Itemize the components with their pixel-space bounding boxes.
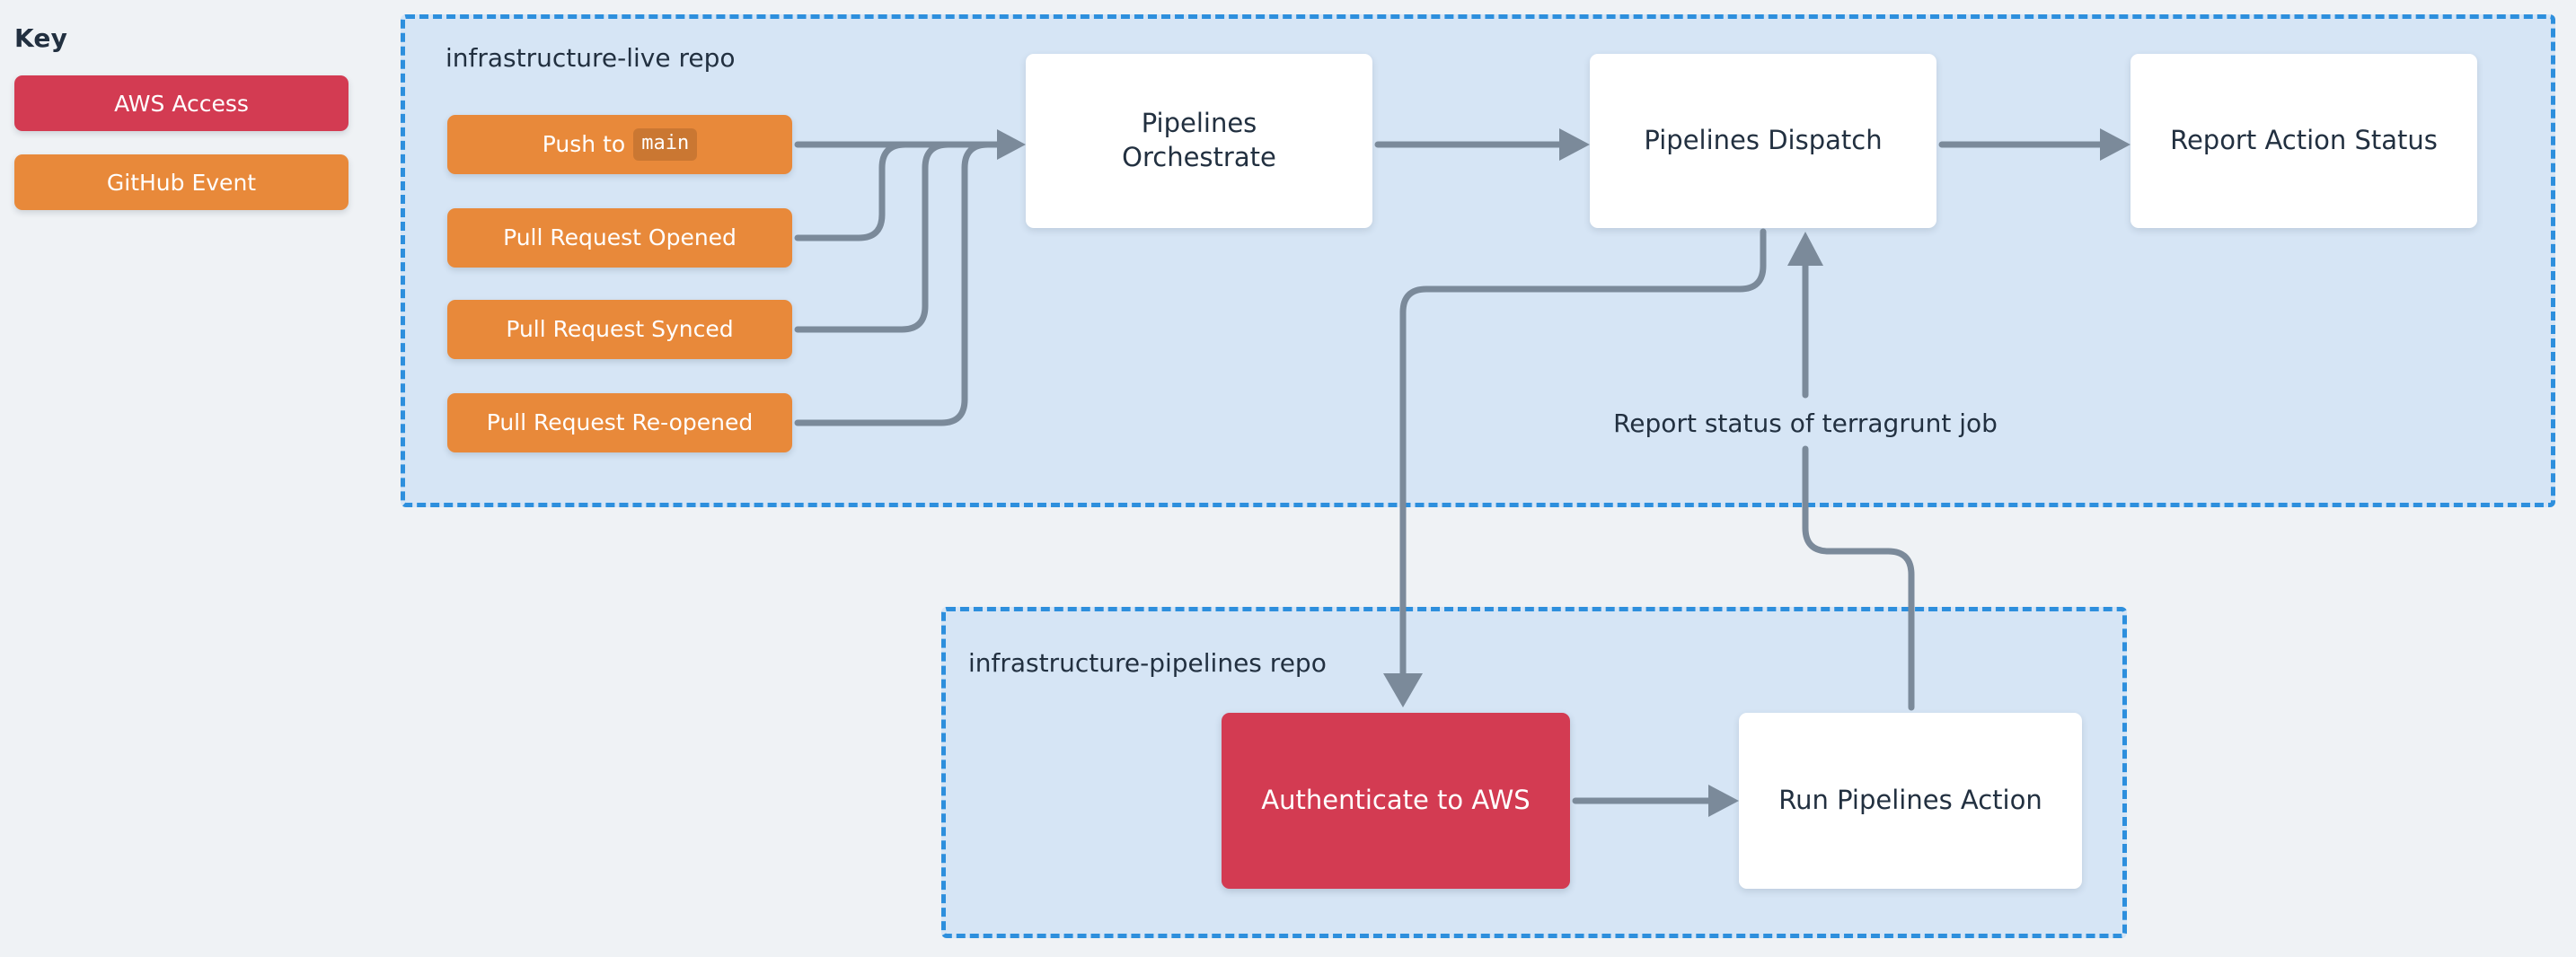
edge-label-report-status: Report status of terragrunt job (1613, 408, 1998, 438)
event-push-to-main[interactable]: Push to main (447, 115, 792, 174)
container-label-infrastructure-pipelines-repo: infrastructure-pipelines repo (968, 648, 1327, 678)
node-pipelines-orchestrate[interactable]: Pipelines Orchestrate (1026, 54, 1372, 228)
node-authenticate-to-aws[interactable]: Authenticate to AWS (1222, 713, 1570, 889)
event-pull-request-synced[interactable]: Pull Request Synced (447, 300, 792, 359)
event-push-to-main-branch: main (633, 128, 698, 161)
container-label-infrastructure-live-repo: infrastructure-live repo (446, 43, 736, 73)
legend-item-aws-access: AWS Access (14, 75, 348, 131)
event-pull-request-opened[interactable]: Pull Request Opened (447, 208, 792, 268)
node-run-pipelines-action[interactable]: Run Pipelines Action (1739, 713, 2082, 889)
node-pipelines-dispatch[interactable]: Pipelines Dispatch (1590, 54, 1936, 228)
event-push-to-main-label: Push to (542, 130, 626, 157)
key-title: Key (14, 23, 68, 53)
node-pipelines-orchestrate-line2: Orchestrate (1122, 142, 1276, 172)
node-pipelines-orchestrate-line1: Pipelines (1141, 108, 1257, 139)
event-pull-request-re-opened[interactable]: Pull Request Re-opened (447, 393, 792, 452)
node-report-action-status[interactable]: Report Action Status (2130, 54, 2477, 228)
legend-item-github-event: GitHub Event (14, 154, 348, 210)
